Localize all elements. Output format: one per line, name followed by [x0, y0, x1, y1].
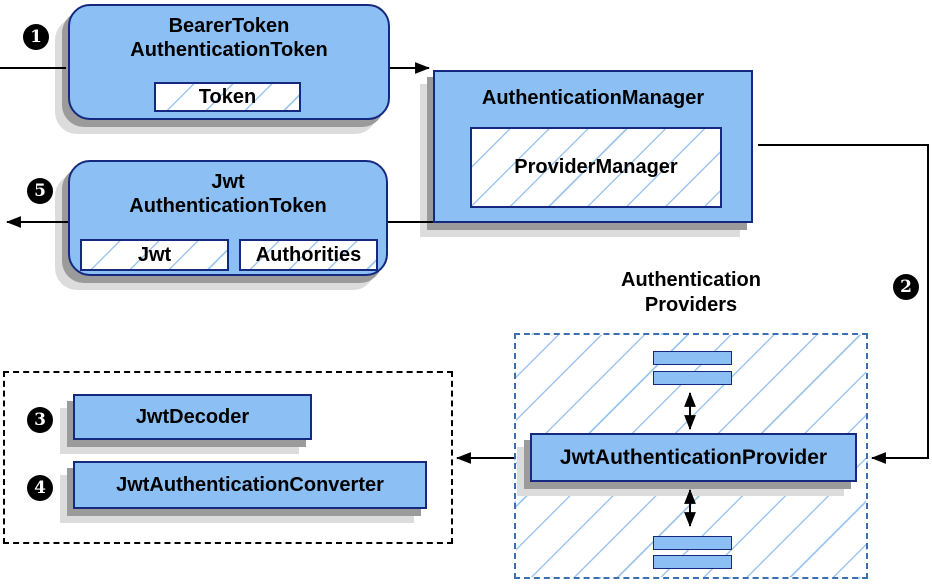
jwt-decoder-label: JwtDecoder	[135, 406, 250, 428]
authorities-chip-label: Authorities	[255, 244, 362, 266]
authentication-providers-label: Authentication Providers	[591, 268, 791, 318]
step-5-number: 5	[34, 181, 46, 201]
authentication-providers-label-line2: Providers	[644, 294, 738, 316]
token-chip: Token	[154, 82, 301, 112]
provider-stub-bar-bottom-1	[653, 536, 732, 550]
provider-stub-bar-top-1	[653, 351, 732, 365]
jwt-token-title-line1: Jwt	[211, 171, 245, 193]
step-4-number: 4	[34, 478, 46, 498]
bearer-token-title-line1: BearerToken	[168, 15, 290, 37]
authentication-manager-box: AuthenticationManager ProviderManager	[433, 70, 753, 223]
jwt-authentication-provider-box: JwtAuthenticationProvider	[530, 433, 857, 482]
jwt-authentication-token-box: Jwt AuthenticationToken Jwt Authorities	[68, 160, 388, 276]
bearer-token-title: BearerToken AuthenticationToken	[70, 14, 388, 62]
jwt-authentication-converter-label: JwtAuthenticationConverter	[116, 474, 384, 496]
step-1-number: 1	[30, 27, 42, 47]
jwt-chip: Jwt	[80, 239, 229, 271]
step-1-badge: 1	[23, 24, 49, 50]
jwt-authentication-converter-box: JwtAuthenticationConverter	[73, 461, 427, 509]
bearer-token-title-line2: AuthenticationToken	[130, 39, 328, 61]
bearer-token-authentication-token-box: BearerToken AuthenticationToken Token	[68, 4, 390, 120]
decoder-converter-group	[3, 371, 453, 544]
provider-stub-bar-top-2	[653, 371, 732, 385]
jwt-authentication-provider-label: JwtAuthenticationProvider	[559, 446, 828, 469]
jwt-decoder-box: JwtDecoder	[73, 394, 312, 440]
jwt-token-title-line2: AuthenticationToken	[129, 195, 327, 217]
step-4-badge: 4	[27, 475, 53, 501]
authentication-manager-title: AuthenticationManager	[481, 87, 705, 109]
step-2-number: 2	[900, 277, 912, 297]
jwt-token-title: Jwt AuthenticationToken	[70, 170, 386, 218]
step-2-badge: 2	[893, 274, 919, 300]
provider-stub-bar-bottom-2	[653, 555, 732, 569]
authorities-chip: Authorities	[239, 239, 378, 271]
step-5-badge: 5	[27, 178, 53, 204]
step-3-badge: 3	[27, 407, 53, 433]
jwt-chip-label: Jwt	[137, 244, 172, 266]
authentication-providers-label-line1: Authentication	[621, 269, 761, 291]
step-3-number: 3	[34, 410, 46, 430]
provider-manager-chip: ProviderManager	[470, 127, 722, 208]
token-chip-label: Token	[198, 86, 257, 108]
provider-manager-label: ProviderManager	[514, 156, 678, 178]
